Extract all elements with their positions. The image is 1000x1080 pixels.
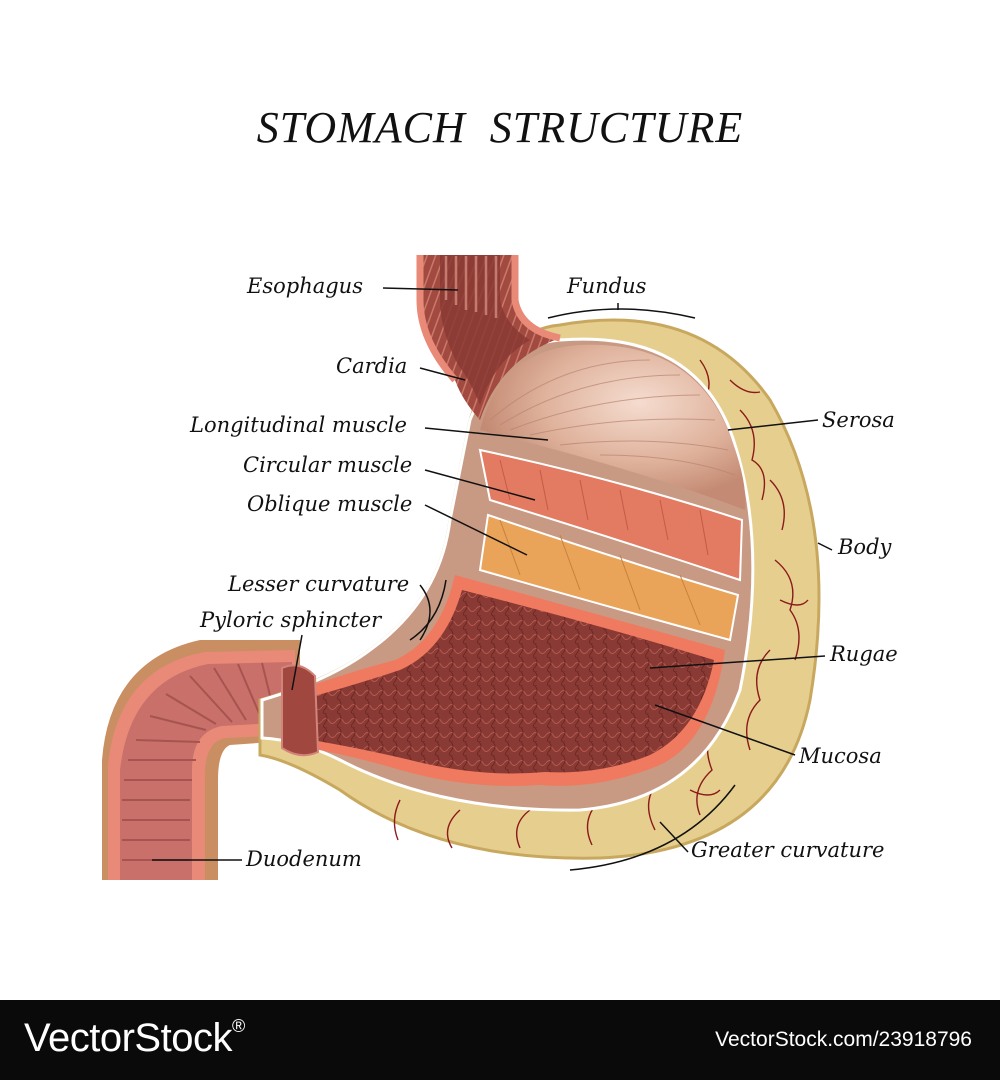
label-rugae: Rugae [830,642,898,666]
circular-fibers [499,459,709,556]
label-lesser-curvature: Lesser curvature [228,572,410,596]
footer-bar: VectorStock® VectorStock.com/23918796 [0,1000,1000,1080]
vectorstock-logo: VectorStock® [24,1016,245,1061]
label-serosa: Serosa [822,408,895,432]
label-longitudinal-muscle: Longitudinal muscle [190,413,407,437]
pyloric-sphincter [281,664,320,757]
label-duodenum: Duodenum [246,847,362,871]
label-pyloric-sphincter: Pyloric sphincter [200,608,382,632]
longitudinal-fibers [489,359,736,476]
brand-name: VectorStock [24,1016,232,1060]
label-fundus: Fundus [567,274,647,298]
image-credit: VectorStock.com/23918796 [715,1028,972,1051]
label-body: Body [838,535,892,559]
stomach-illustration [102,255,833,880]
label-esophagus: Esophagus [247,274,363,298]
label-circular-muscle: Circular muscle [243,453,413,477]
label-greater-curvature: Greater curvature [691,838,885,862]
rugae [300,590,714,774]
duodenum-rings [122,662,277,861]
label-mucosa: Mucosa [799,744,882,768]
circular-muscle [478,448,744,582]
esophagus-stripes [444,256,498,318]
diagram-title: STOMACH STRUCTURE [256,103,744,152]
registered-mark: ® [231,1016,245,1036]
label-oblique-muscle: Oblique muscle [247,492,413,516]
longitudinal-muscle [480,344,746,510]
oblique-muscle [478,513,740,642]
label-cardia: Cardia [336,354,408,378]
leader-lines [152,287,833,871]
